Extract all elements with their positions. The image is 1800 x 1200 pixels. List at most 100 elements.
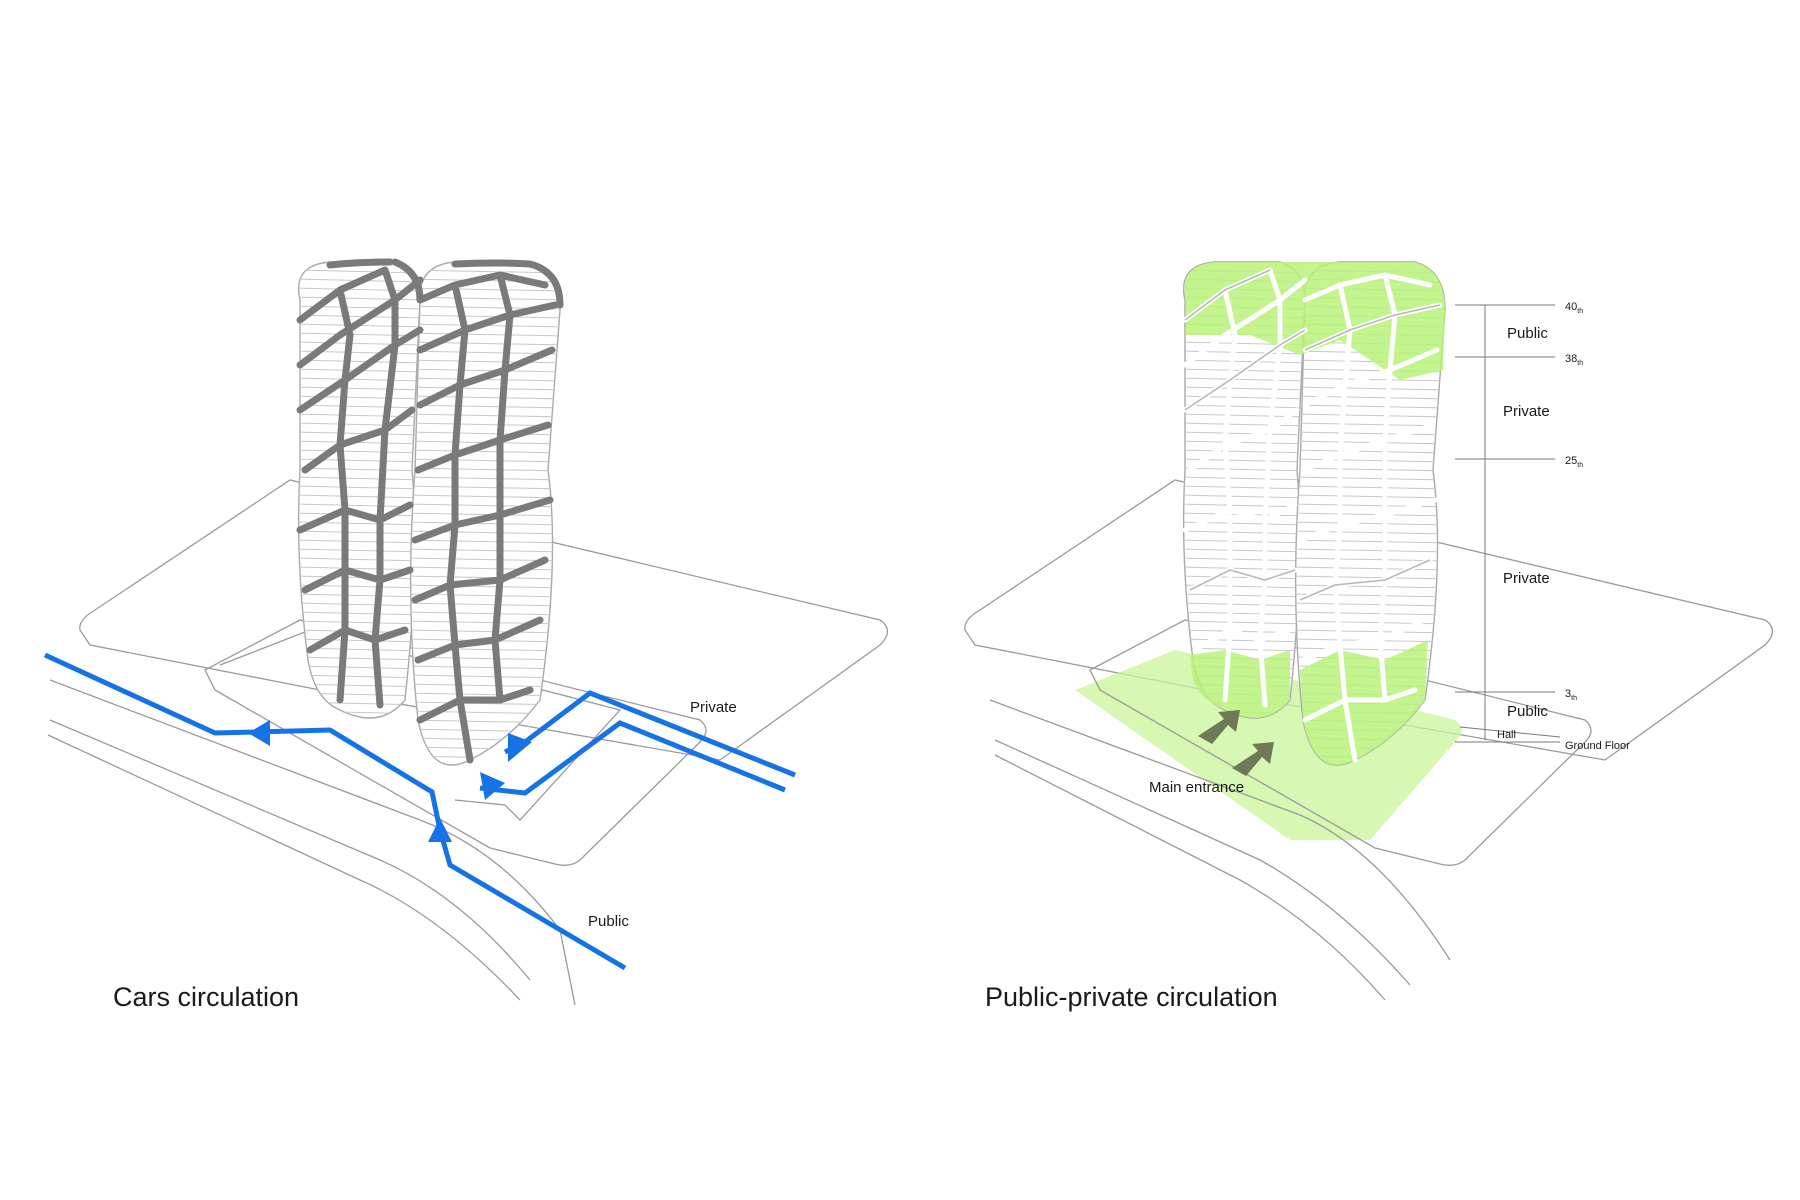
floor-line [1183, 620, 1305, 625]
route-arrow-north [428, 818, 452, 842]
floor-line [410, 674, 560, 679]
floor-line [298, 386, 420, 391]
floor-line [410, 512, 560, 517]
panel-title-public-private: Public-private circulation [985, 982, 1278, 1012]
floor-line [410, 359, 560, 364]
level-3: 3th [1565, 688, 1577, 702]
floor-line [298, 341, 420, 346]
zone-public-top: Public [1507, 325, 1548, 342]
floor-line [410, 683, 560, 688]
car-route-public [43, 652, 627, 971]
floor-line [298, 530, 420, 535]
floor-line [1183, 638, 1305, 643]
floor-line [1183, 530, 1305, 535]
floor-line [1183, 611, 1305, 616]
floor-line [298, 467, 420, 472]
floor-line [1183, 575, 1305, 580]
floor-line [295, 756, 425, 759]
floor-line [298, 476, 420, 481]
level-25: 25th [1565, 455, 1583, 469]
right-panel: 40th 38th 25th 3th Public Private Privat… [964, 261, 1774, 1012]
floor-line [1183, 494, 1305, 499]
floor-line [1295, 377, 1445, 382]
route-arrow-west [248, 720, 270, 746]
floor-line [298, 593, 420, 598]
floor-line [410, 467, 560, 472]
floor-line [410, 494, 560, 499]
floor-line [298, 665, 420, 670]
entrance-arrow-1 [1198, 710, 1240, 744]
floor-line [410, 269, 560, 274]
floor-line [1295, 566, 1445, 571]
floor-line [1183, 449, 1305, 454]
floor-line [298, 404, 420, 409]
floor-line [1183, 422, 1305, 427]
floor-line [1295, 458, 1445, 463]
floor-line [1295, 449, 1445, 454]
floor-line [1295, 620, 1445, 625]
floor-line [298, 638, 420, 643]
floor-line [298, 431, 420, 436]
label-hall: Hall [1497, 729, 1516, 741]
floor-line [1183, 539, 1305, 544]
floor-line [298, 602, 420, 607]
floor-line [1183, 557, 1305, 562]
floor-line [298, 296, 420, 301]
route-private-out [479, 720, 786, 796]
entrance-arrow-2 [1232, 742, 1274, 776]
floor-line [410, 539, 560, 544]
floor-line [410, 665, 560, 670]
floor-line [410, 575, 560, 580]
car-route-private [479, 690, 796, 800]
floor-line [410, 602, 560, 607]
zone-private-upper: Private [1503, 403, 1550, 420]
floor-line [410, 521, 560, 526]
floor-line [410, 584, 560, 589]
floor-line [1183, 404, 1305, 409]
floor-line [298, 611, 420, 616]
floor-line [298, 539, 420, 544]
floor-line [410, 566, 560, 571]
route-public-line [43, 652, 627, 971]
floor-line [1295, 602, 1445, 607]
floor-line [295, 765, 425, 768]
road-edge-r3 [994, 754, 1386, 1001]
floor-line [298, 548, 420, 553]
floor-line [410, 413, 560, 418]
floor-line [410, 476, 560, 481]
floor-line [410, 368, 560, 373]
road-edge-r1 [989, 699, 1451, 961]
floor-line [1295, 584, 1445, 589]
floor-line [410, 692, 560, 697]
floor-line [410, 431, 560, 436]
label-main-entrance: Main entrance [1149, 779, 1244, 796]
level-38: 38th [1565, 353, 1583, 367]
floor-line [410, 386, 560, 391]
road-edge-r2 [994, 739, 1411, 986]
label-private: Private [690, 699, 737, 716]
floor-line [298, 674, 420, 679]
road-edge-1 [49, 679, 576, 1006]
floor-line [1295, 521, 1445, 526]
top-public-zone [1184, 262, 1445, 380]
floor-line [1295, 386, 1445, 391]
floor-line [1183, 377, 1305, 382]
floor-line [1295, 485, 1445, 490]
floor-line [298, 359, 420, 364]
floor-line [1295, 575, 1445, 580]
floor-line [298, 683, 420, 688]
left-panel: Private Public Cars circulation [43, 258, 889, 1012]
floor-line [298, 422, 420, 427]
floor-line [410, 332, 560, 337]
floor-line [410, 764, 560, 765]
floor-line [410, 629, 560, 634]
tower-left [295, 258, 564, 768]
floor-line [298, 449, 420, 454]
label-public: Public [588, 913, 629, 930]
floor-line [1183, 593, 1305, 598]
floor-line [1295, 611, 1445, 616]
floor-line [1183, 602, 1305, 607]
floor-line [410, 449, 560, 454]
level-line-hall [1459, 726, 1561, 738]
